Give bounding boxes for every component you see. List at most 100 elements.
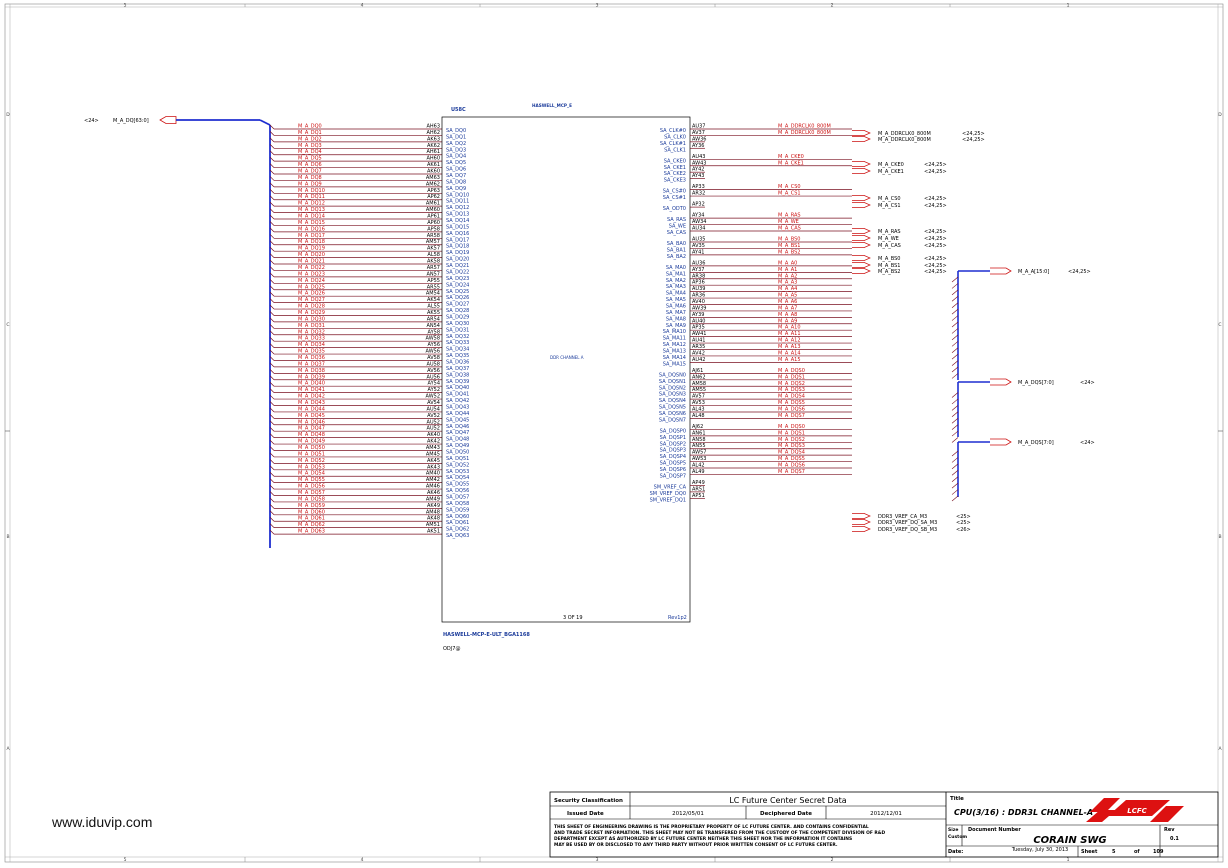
offpage-ref: <24,25> (924, 162, 947, 168)
bus-entry (951, 347, 959, 353)
bus-entry (951, 470, 959, 476)
right-ball-id: AP32 (692, 202, 705, 208)
right-net-label: M_A_DQS7 (778, 413, 805, 419)
rev-label: Rev (1164, 827, 1175, 833)
offpage-connectors: M_A_DDRCLK0_800M<24,25>M_A_DDRCLK0_800M<… (852, 130, 1095, 533)
dq-net-label: M_A_DQ47 (298, 426, 325, 432)
bus-entry (951, 424, 959, 430)
bus-entry (951, 398, 959, 405)
chip-code: ODJ7@ (443, 646, 460, 652)
bus-entry (951, 437, 959, 443)
bus-entry (951, 476, 959, 482)
dq-pin-name: SA_DQ27 (446, 302, 469, 308)
right-ball-id: AN55 (692, 443, 706, 449)
dq-pin-name: SA_DQ15 (446, 224, 469, 230)
right-net-label: M_A_A5 (778, 293, 797, 299)
dq-pin-name: SA_DQ59 (446, 507, 469, 513)
right-pin-name: SA_BA1 (667, 247, 686, 253)
notice-line: THIS SHEET OF ENGINEERING DRAWING IS THE… (554, 824, 869, 830)
right-net-label: M_A_DQS6 (778, 463, 805, 469)
right-ball-id: AY37 (692, 267, 704, 273)
bus-offpage-arrow (990, 267, 1012, 275)
dq-pin-name: SA_DQ25 (446, 289, 469, 295)
dq-ball-id: AU52 (427, 426, 440, 432)
right-pin-name: SA_CS#1 (663, 195, 686, 201)
right-pin-name: SA_MA10 (663, 329, 686, 335)
zone-row-right: A (1218, 746, 1222, 752)
bus-entry (269, 414, 275, 419)
dq-ball-id: AN57 (426, 271, 440, 277)
dq-ball-id: AM51 (426, 522, 440, 528)
bus-entry (269, 234, 275, 239)
right-ball-id: AL48 (692, 413, 705, 419)
dq-net-label: M_A_DQ49 (298, 439, 325, 445)
right-net-label: M_A_CAS (778, 225, 801, 231)
right-bus-name: M_A_A[15:0] (1018, 269, 1049, 275)
dq-ball-id: AK45 (427, 458, 440, 464)
right-ball-id: AR36 (692, 293, 705, 299)
right-ball-id: AR51 (692, 486, 705, 492)
dq-ball-id: AR58 (427, 233, 440, 239)
right-pin-name: SA_CKE2 (664, 171, 686, 177)
offpage-net-name: M_A_BS1 (878, 263, 900, 269)
offpage-arrow (852, 130, 871, 136)
right-net-label: M_A_DQS4 (778, 394, 805, 400)
right-ball-id: AP35 (692, 325, 705, 331)
bus-entry (269, 356, 275, 361)
bus-entry (951, 450, 959, 457)
bus-entry (951, 482, 959, 489)
bus-entry (269, 176, 275, 181)
dq-net-label: M_A_DQ33 (298, 336, 325, 342)
chip-section: DDR CHANNEL A (550, 355, 584, 360)
chip-rev: Rev1p2 (668, 615, 687, 621)
right-net-label: M_A_A8 (778, 312, 797, 318)
right-ball-id: AN61 (692, 430, 706, 436)
dq-pin-name: SA_DQ10 (446, 192, 469, 198)
dq-ball-id: AY54 (428, 381, 440, 387)
right-pin-name: SA_CS#0 (663, 189, 686, 195)
dq-ball-id: AK58 (427, 259, 440, 265)
dq-pin-name: SA_DQ51 (446, 456, 469, 462)
right-pin-name: SA_DQSN5 (659, 405, 686, 411)
bus-entry (269, 253, 275, 258)
dq-pin-name: SA_DQ46 (446, 424, 469, 430)
right-net-label: M_A_DQS1 (778, 374, 805, 380)
zone-col-top: 5 (124, 3, 127, 9)
dq-net-label: M_A_DQ50 (298, 445, 325, 451)
dq-net-label: M_A_DQ45 (298, 413, 325, 419)
bus-entry (269, 144, 275, 149)
offpage-ref: <24,25> (924, 229, 947, 235)
dq-ball-id: AK48 (427, 516, 440, 522)
offpage-arrow (852, 513, 871, 519)
dq-pin-name: SA_DQ12 (446, 205, 469, 211)
bus-name: M_A_DQ[63:0] (113, 118, 149, 124)
offpage-ref: <24,25> (924, 269, 947, 275)
right-pin-name: SA_MA7 (666, 310, 686, 316)
right-ball-id: AV42 (692, 350, 705, 356)
dq-ball-id: AM49 (426, 496, 440, 502)
right-pin-name: SM_VREF_DQ1 (650, 497, 686, 503)
dq-pin-name: SA_DQ21 (446, 263, 469, 269)
right-ball-id: AR38 (692, 273, 705, 279)
offpage-net-name: DDR3_VREF_DQ_SB_M3 (878, 527, 937, 533)
bus-entry (269, 510, 275, 516)
right-bus-name: M_A_DQS[7:0] (1018, 380, 1054, 386)
dq-net-label: M_A_DQ3 (298, 143, 322, 149)
bus-entry (269, 298, 275, 303)
dq-ball-id: AM42 (426, 477, 440, 483)
right-ball-id: AU41 (692, 338, 705, 344)
right-ball-id: AV53 (692, 400, 705, 406)
offpage-net-name: M_A_DDRCLK0_800M (878, 137, 931, 143)
right-net-label: M_A_RAS (778, 213, 801, 219)
right-bus-ref: <24> (1080, 440, 1095, 446)
right-ball-id: AL49 (692, 469, 705, 475)
dq-ball-id: AM62 (426, 181, 440, 187)
bus-entry (269, 195, 275, 200)
right-pin-name: SA_RAS (667, 217, 686, 223)
dq-ball-id: AH60 (426, 156, 440, 162)
dq-ball-id: AR57 (427, 265, 440, 271)
size-label: Size (948, 827, 958, 833)
bus-entry (269, 433, 275, 438)
dq-pin-name: SA_DQ31 (446, 327, 469, 333)
dq-pin-name: SA_DQ30 (446, 321, 469, 327)
